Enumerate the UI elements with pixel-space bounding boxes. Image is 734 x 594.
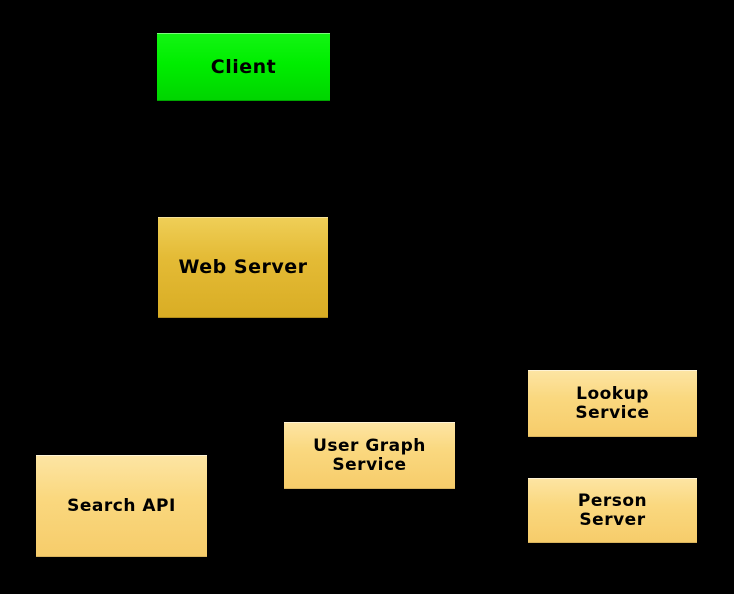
edge-web-server-to-lookup-service — [328, 370, 528, 372]
node-lookup-service[interactable]: Lookup Service — [528, 370, 697, 437]
node-web-server[interactable]: Web Server — [158, 217, 328, 318]
node-client[interactable]: Client — [157, 33, 330, 101]
node-user-graph-service[interactable]: User Graph Service — [284, 422, 455, 489]
edge-lookup-service-to-person-server — [612, 437, 614, 478]
node-search-api[interactable]: Search API — [36, 455, 207, 557]
edge-web-server-to-user-graph-service — [243, 318, 245, 422]
node-person-server[interactable]: Person Server — [528, 478, 697, 543]
node-person-server-label: Person Server — [577, 491, 648, 530]
node-web-server-label: Web Server — [178, 256, 308, 279]
edge-web-server-to-search-api — [121, 318, 123, 455]
node-user-graph-service-label: User Graph Service — [313, 436, 426, 475]
node-search-api-label: Search API — [67, 495, 176, 516]
node-lookup-service-label: Lookup Service — [575, 384, 650, 423]
edge-client-to-web-server — [243, 101, 245, 217]
node-client-label: Client — [210, 55, 277, 78]
